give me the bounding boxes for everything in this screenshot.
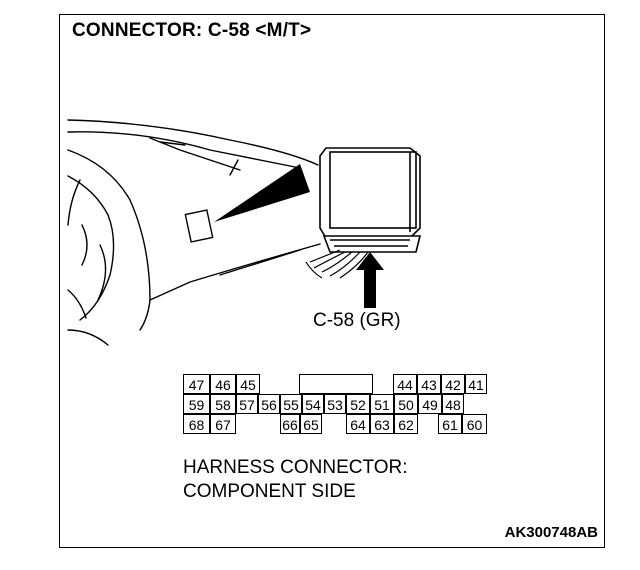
pin-cell: 43 — [417, 374, 441, 394]
pin-cell: 50 — [394, 394, 418, 414]
pin-cell: 58 — [210, 394, 236, 414]
pin-cell: 45 — [236, 374, 260, 394]
pin-cell: 44 — [393, 374, 417, 394]
pin-cell: 62 — [394, 414, 418, 434]
pin-cell: 41 — [465, 374, 487, 394]
connector-key — [299, 374, 373, 394]
page-title: CONNECTOR: C-58 <M/T> — [72, 20, 312, 41]
pin-cell: 60 — [462, 414, 487, 434]
pin-cell: 47 — [183, 374, 210, 394]
pin-cell: 61 — [438, 414, 462, 434]
pin-cell: 66 — [280, 414, 300, 434]
pin-cell: 56 — [258, 394, 280, 414]
pin-cell: 67 — [210, 414, 236, 434]
pin-cell: 57 — [236, 394, 258, 414]
up-arrow-icon — [356, 252, 384, 308]
pin-cell: 54 — [302, 394, 324, 414]
pin-cell: 68 — [183, 414, 210, 434]
caption-line-2: COMPONENT SIDE — [183, 481, 356, 502]
pin-cell: 53 — [324, 394, 346, 414]
pin-cell: 48 — [442, 394, 464, 414]
pin-cell: 49 — [418, 394, 442, 414]
ecu-connector-illustration — [319, 147, 422, 253]
pin-cell: 55 — [280, 394, 302, 414]
pin-cell: 59 — [183, 394, 210, 414]
pin-cell: 64 — [346, 414, 370, 434]
pin-cell: 65 — [300, 414, 322, 434]
pin-cell: 51 — [370, 394, 394, 414]
pin-cell: 63 — [370, 414, 394, 434]
pin-cell: 52 — [346, 394, 370, 414]
connector-label: C-58 (GR) — [313, 310, 401, 331]
figure-code: AK300748AB — [504, 524, 598, 541]
pin-cell: 46 — [210, 374, 236, 394]
pin-cell: 42 — [441, 374, 465, 394]
caption-line-1: HARNESS CONNECTOR: — [183, 457, 408, 478]
caption: HARNESS CONNECTOR: COMPONENT SIDE — [183, 456, 408, 504]
diagram-frame — [59, 14, 605, 548]
